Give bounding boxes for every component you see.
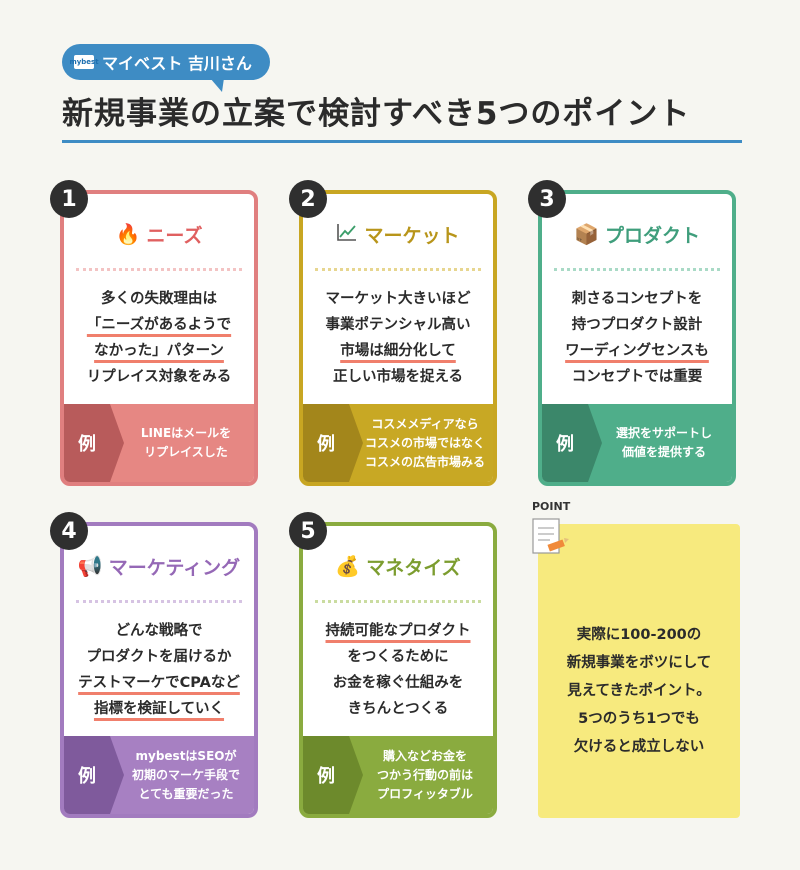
megaphone-icon: 📢 — [77, 554, 103, 578]
package-icon: 📦 — [574, 222, 599, 246]
card-line: きちんとつくる — [347, 701, 449, 717]
card-line: 事業ポテンシャル高い — [325, 317, 471, 333]
number-badge-4: 4 — [50, 512, 88, 550]
card-title: マーケティング — [108, 556, 241, 579]
point-line: 5つのうち1つでも — [578, 711, 700, 727]
example-text: LINEはメールを リプレイスした — [110, 424, 254, 462]
example-text: コスメメディアなら コスメの市場ではなく コスメの広告市場みる — [349, 415, 493, 472]
card-line: コンセプトでは重要 — [571, 369, 703, 385]
example-text: 選択をサポートし 価値を提供する — [588, 424, 732, 462]
example-line: LINEはメールを — [140, 426, 232, 440]
card-heading: 📢 マーケティング — [64, 544, 254, 588]
point-line: 実際に100-200の — [576, 627, 702, 643]
example-line: プロフィッタブル — [377, 786, 473, 801]
card-line-highlight: 指標を検証していく — [93, 701, 225, 717]
card-example: 例 mybestはSEOが 初期のマーケ手段で とても重要だった — [64, 736, 254, 814]
card-marketing: 📢 マーケティング どんな戦略で プロダクトを届けるか テストマーケでCPAなど… — [60, 522, 258, 818]
card-needs: 🔥 ニーズ 多くの失敗理由は 「ニーズがあるようで なかった」パターン リプレイ… — [60, 190, 258, 486]
card-line: リプレイス対象をみる — [86, 369, 232, 385]
card-title: マネタイズ — [366, 556, 461, 579]
card-description: マーケット大きいほど 事業ポテンシャル高い 市場は細分化して 正しい市場を捉える — [313, 286, 483, 390]
card-description: 刺さるコンセプトを 持つプロダクト設計 ワーディングセンスも コンセプトでは重要 — [552, 286, 722, 390]
card-heading: 🔥 ニーズ — [64, 212, 254, 256]
dotted-divider — [76, 600, 242, 603]
point-text: 実際に100-200の 新規事業をボツにして 見えてきたポイント。 5つのうち1… — [567, 581, 712, 761]
card-example: 例 選択をサポートし 価値を提供する — [542, 404, 732, 482]
point-label: POINT — [532, 500, 571, 513]
author-badge: mybest マイベスト 吉川さん — [62, 44, 270, 92]
card-line: 刺さるコンセプトを — [571, 291, 703, 307]
example-line: コスメの広告市場みる — [364, 454, 485, 469]
card-title: マーケット — [364, 224, 460, 247]
point-line: 新規事業をボツにして — [566, 655, 712, 671]
memo-pencil-icon — [532, 518, 569, 554]
dotted-divider — [554, 268, 720, 271]
card-monetize: 💰 マネタイズ 持続可能なプロダクト をつくるために お金を稼ぐ仕組みを きちん… — [299, 522, 497, 818]
card-line: 多くの失敗理由は — [101, 291, 217, 307]
example-line: 購入などお金を — [382, 748, 467, 763]
number-badge-1: 1 — [50, 180, 88, 218]
example-label: 例 — [64, 404, 124, 482]
dotted-divider — [315, 600, 481, 603]
card-line-highlight: 市場は細分化して — [340, 343, 456, 359]
card-line-highlight: テストマーケでCPAなど — [78, 675, 240, 691]
example-line: コスメの市場ではなく — [364, 435, 485, 450]
card-line: プロダクトを届けるか — [86, 649, 232, 665]
card-market: マーケット マーケット大きいほど 事業ポテンシャル高い 市場は細分化して 正しい… — [299, 190, 497, 486]
card-line: マーケット大きいほど — [325, 291, 471, 307]
card-line: 持つプロダクト設計 — [571, 317, 703, 333]
example-label: 例 — [303, 404, 363, 482]
fire-icon: 🔥 — [115, 222, 141, 246]
card-line: お金を稼ぐ仕組みを — [332, 675, 464, 691]
number-badge-2: 2 — [289, 180, 327, 218]
card-description: 多くの失敗理由は 「ニーズがあるようで なかった」パターン リプレイス対象をみる — [74, 286, 244, 390]
example-label: 例 — [542, 404, 602, 482]
coins-icon: 💰 — [335, 554, 361, 578]
example-line: 初期のマーケ手段で — [131, 767, 240, 782]
card-line-highlight: 持続可能なプロダクト — [325, 623, 471, 639]
card-title: ニーズ — [146, 224, 203, 247]
number-badge-5: 5 — [289, 512, 327, 550]
point-line: 見えてきたポイント。 — [567, 683, 711, 699]
point-box: 実際に100-200の 新規事業をボツにして 見えてきたポイント。 5つのうち1… — [538, 524, 740, 818]
example-label: 例 — [303, 736, 363, 814]
card-description: 持続可能なプロダクト をつくるために お金を稼ぐ仕組みを きちんとつくる — [313, 618, 483, 722]
card-line-highlight: なかった」パターン — [94, 343, 224, 359]
card-product: 📦 プロダクト 刺さるコンセプトを 持つプロダクト設計 ワーディングセンスも コ… — [538, 190, 736, 486]
example-text: mybestはSEOが 初期のマーケ手段で とても重要だった — [110, 747, 254, 804]
card-example: 例 購入などお金を つかう行動の前は プロフィッタブル — [303, 736, 493, 814]
card-description: どんな戦略で プロダクトを届けるか テストマーケでCPAなど 指標を検証していく — [74, 618, 244, 722]
card-line: どんな戦略で — [115, 623, 203, 639]
example-line: リプレイスした — [144, 445, 228, 459]
card-heading: 💰 マネタイズ — [303, 544, 493, 588]
example-label: 例 — [64, 736, 124, 814]
card-line-highlight: ワーディングセンスも — [565, 343, 709, 359]
example-line: 価値を提供する — [621, 445, 706, 459]
card-line: をつくるために — [347, 649, 449, 665]
author-name: マイベスト 吉川さん — [102, 54, 252, 73]
example-text: 購入などお金を つかう行動の前は プロフィッタブル — [349, 747, 493, 804]
card-line: 正しい市場を捉える — [332, 369, 464, 385]
mybest-logo: mybest — [69, 55, 99, 69]
card-heading: マーケット — [303, 212, 493, 256]
number-badge-3: 3 — [528, 180, 566, 218]
card-example: 例 コスメメディアなら コスメの市場ではなく コスメの広告市場みる — [303, 404, 493, 482]
card-line-highlight: 「ニーズがあるようで — [86, 317, 232, 333]
example-line: 選択をサポートし — [615, 426, 712, 440]
title-underline — [62, 140, 742, 143]
point-line: 欠けると成立しない — [573, 739, 705, 755]
dotted-divider — [76, 268, 242, 271]
dotted-divider — [315, 268, 481, 271]
example-line: mybestはSEOが — [135, 748, 237, 763]
example-line: とても重要だった — [138, 786, 234, 801]
card-example: 例 LINEはメールを リプレイスした — [64, 404, 254, 482]
card-heading: 📦 プロダクト — [542, 212, 732, 256]
page-title: 新規事業の立案で検討すべき5つのポイント — [62, 96, 691, 132]
card-title: プロダクト — [604, 224, 700, 247]
example-line: コスメメディアなら — [371, 416, 479, 431]
chart-icon — [336, 222, 358, 247]
example-line: つかう行動の前は — [376, 767, 473, 782]
